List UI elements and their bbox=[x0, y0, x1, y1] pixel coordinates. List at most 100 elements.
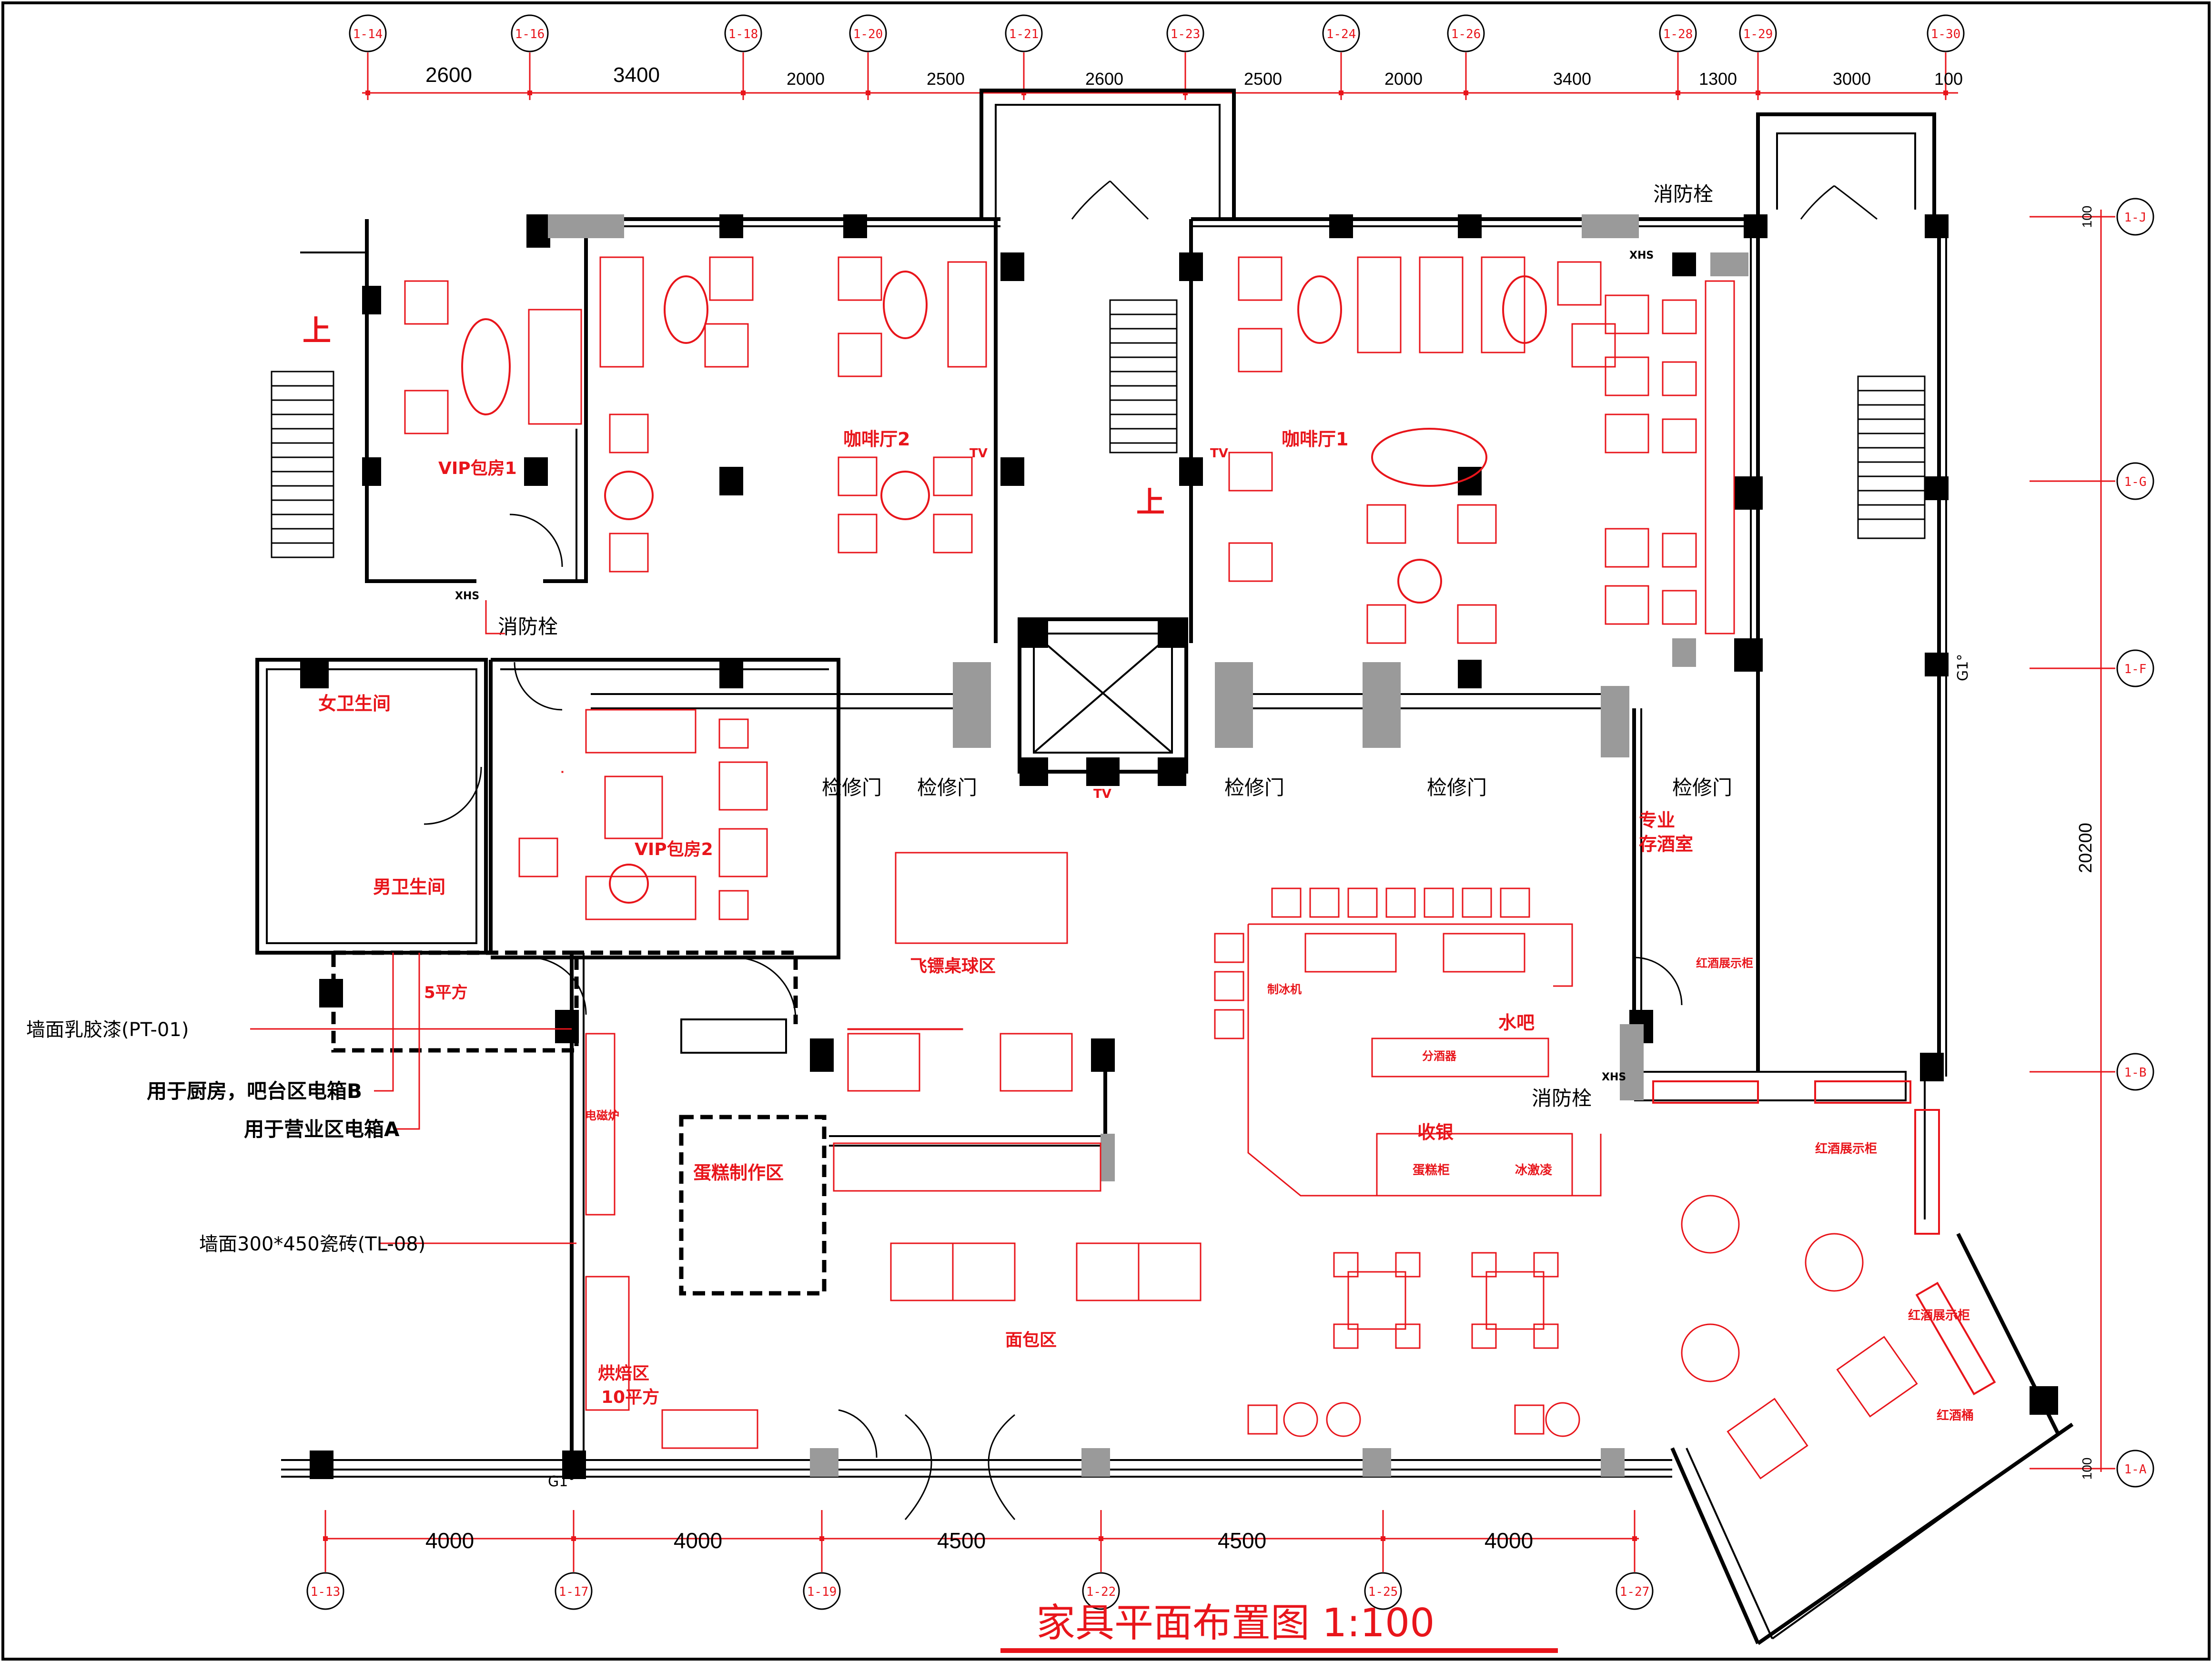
axis-label-top-8: 1-26 bbox=[1451, 27, 1481, 41]
axis-label-right-2: 1-G bbox=[2124, 475, 2147, 489]
dim-bottom-1: 4000 bbox=[425, 1528, 474, 1553]
label-tv-2: TV bbox=[1210, 446, 1228, 461]
dim-top-1: 2600 bbox=[425, 63, 472, 87]
axis-label-top-3: 1-18 bbox=[728, 27, 758, 41]
label-access-door-1: 检修门 bbox=[822, 776, 882, 799]
room-label-cake-area: 蛋糕制作区 bbox=[693, 1162, 784, 1183]
label-access-door-4: 检修门 bbox=[1427, 776, 1487, 799]
top-axis-grid: 1-14 1-16 1-18 1-20 1-21 1-23 1-24 1-26 … bbox=[349, 14, 1965, 100]
axis-label-top-2: 1-16 bbox=[515, 27, 545, 41]
axis-label-bottom-1: 1-13 bbox=[311, 1585, 341, 1599]
label-wine-cabinet-1: 红酒展示柜 bbox=[1696, 957, 1753, 970]
dim-bottom-3: 4500 bbox=[937, 1528, 986, 1553]
dim-top-9: 1300 bbox=[1699, 69, 1737, 89]
dim-top-8: 3400 bbox=[1553, 69, 1591, 89]
dim-top-11: 100 bbox=[1934, 69, 1963, 89]
axis-label-top-7: 1-24 bbox=[1326, 27, 1356, 41]
axis-label-top-6: 1-23 bbox=[1171, 27, 1201, 41]
axis-label-top-5: 1-21 bbox=[1009, 27, 1039, 41]
room-label-five-sqm: 5平方 bbox=[424, 983, 468, 1002]
axis-label-right-3: 1-F bbox=[2124, 662, 2147, 676]
label-stairs-up-2: 上 bbox=[1136, 486, 1165, 519]
label-xhs-2: XHS bbox=[1629, 250, 1654, 262]
dim-top-5: 2600 bbox=[1085, 69, 1123, 89]
axis-label-bottom-6: 1-27 bbox=[1620, 1585, 1650, 1599]
axis-label-bottom-3: 1-19 bbox=[807, 1585, 837, 1599]
room-label-womens-wc: 女卫生间 bbox=[318, 693, 391, 714]
dim-right-bottom: 100 bbox=[2080, 1458, 2094, 1480]
dim-right-top: 100 bbox=[2080, 206, 2094, 228]
room-labels: VIP包房1 VIP包房2 咖啡厅2 咖啡厅1 女卫生间 男卫生间 飞镖桌球区 … bbox=[318, 429, 1693, 1407]
dim-top-10: 3000 bbox=[1833, 69, 1871, 89]
axis-label-bottom-4: 1-22 bbox=[1086, 1585, 1116, 1599]
label-access-door-2: 检修门 bbox=[917, 776, 977, 799]
label-wine-cabinet-3: 红酒展示柜 bbox=[1908, 1308, 1970, 1323]
bottom-axis-grid: 4000 4000 4500 4500 4000 1-13 1-17 1-19 … bbox=[306, 1510, 1654, 1610]
dim-top-2: 3400 bbox=[613, 63, 660, 87]
label-g1-2: G1° bbox=[1955, 654, 1971, 681]
note-leaders bbox=[250, 600, 576, 1244]
room-label-vip1: VIP包房1 bbox=[438, 459, 517, 478]
room-label-cafe1: 咖啡厅1 bbox=[1282, 429, 1348, 450]
label-xhs-1: XHS bbox=[455, 590, 479, 602]
room-label-baking-area-2: 10平方 bbox=[601, 1388, 659, 1407]
dim-right-total: 20200 bbox=[2076, 823, 2096, 873]
room-label-baking-area-1: 烘焙区 bbox=[598, 1364, 649, 1383]
dim-top-6: 2500 bbox=[1244, 69, 1282, 89]
note-wall-paint: 墙面乳胶漆(PT-01) bbox=[26, 1019, 189, 1041]
dim-top-7: 2000 bbox=[1384, 69, 1423, 89]
axis-label-bottom-2: 1-17 bbox=[559, 1585, 589, 1599]
axis-label-top-1: 1-14 bbox=[353, 27, 383, 41]
label-dispenser: 分酒器 bbox=[1422, 1049, 1457, 1063]
dim-top-3: 2000 bbox=[787, 69, 825, 89]
label-tv-1: TV bbox=[970, 446, 988, 461]
label-stairs-up-1: 上 bbox=[303, 314, 331, 348]
label-cake-cabinet: 蛋糕柜 bbox=[1413, 1163, 1450, 1178]
drawing-title-block: 家具平面布置图 1:100 bbox=[1000, 1601, 1558, 1653]
dim-bottom-5: 4000 bbox=[1485, 1528, 1533, 1553]
room-label-bread-area: 面包区 bbox=[1005, 1330, 1057, 1350]
label-tv-3: TV bbox=[1093, 787, 1111, 801]
axis-label-bottom-5: 1-25 bbox=[1368, 1585, 1398, 1599]
label-access-door-5: 检修门 bbox=[1672, 776, 1732, 799]
structural-columns bbox=[300, 214, 2058, 1479]
dim-top-4: 2500 bbox=[927, 69, 965, 89]
axis-label-top-9: 1-28 bbox=[1663, 27, 1693, 41]
dim-bottom-2: 4000 bbox=[674, 1528, 722, 1553]
room-label-vip2: VIP包房2 bbox=[635, 840, 713, 859]
furniture-layout bbox=[404, 256, 1996, 1480]
right-axis-grid: 1-J 1-G 1-F 1-B 1-A 20200 100 100 bbox=[2030, 198, 2154, 1488]
room-label-cashier: 收银 bbox=[1417, 1122, 1454, 1143]
label-hydrant-2: 消防栓 bbox=[498, 615, 558, 638]
label-ice-maker: 制冰机 bbox=[1267, 983, 1302, 996]
note-panel-b: 用于厨房，吧台区电箱B bbox=[147, 1079, 362, 1103]
axis-label-top-10: 1-29 bbox=[1743, 27, 1773, 41]
room-label-wine-room-2: 存酒室 bbox=[1639, 834, 1693, 855]
door-swings bbox=[424, 180, 1878, 1520]
room-label-water-bar: 水吧 bbox=[1498, 1012, 1535, 1033]
label-access-door-3: 检修门 bbox=[1224, 776, 1284, 799]
label-wine-bucket: 红酒桶 bbox=[1937, 1408, 1974, 1423]
fixture-labels: 红酒展示柜 红酒展示柜 红酒展示柜 红酒桶 制冰机 分酒器 蛋糕柜 冰激凌 电磁… bbox=[585, 446, 1974, 1423]
label-g1-1: G1° bbox=[548, 1473, 575, 1490]
label-wine-cabinet-2: 红酒展示柜 bbox=[1815, 1141, 1877, 1156]
axis-label-right-1: 1-J bbox=[2124, 211, 2147, 225]
label-induction: 电磁炉 bbox=[585, 1109, 619, 1122]
axis-label-top-11: 1-30 bbox=[1931, 27, 1961, 41]
notes: 墙面乳胶漆(PT-01) 用于厨房，吧台区电箱B 用于营业区电箱A 墙面300*… bbox=[26, 1019, 425, 1255]
label-xhs-3: XHS bbox=[1602, 1071, 1626, 1083]
note-wall-tile: 墙面300*450瓷砖(TL-08) bbox=[199, 1233, 425, 1255]
label-hydrant-1: 消防栓 bbox=[1653, 182, 1713, 206]
drawing-title: 家具平面布置图 1:100 bbox=[1036, 1601, 1434, 1646]
room-label-darts-billiards: 飞镖桌球区 bbox=[910, 957, 996, 976]
room-label-cafe2: 咖啡厅2 bbox=[843, 429, 910, 450]
room-label-wine-room-1: 专业 bbox=[1639, 810, 1675, 831]
stairs bbox=[271, 299, 1926, 558]
axis-label-top-4: 1-20 bbox=[853, 27, 883, 41]
annotation-labels: 消防栓 消防栓 消防栓 XHS XHS XHS 检修门 检修门 检修门 检修门 … bbox=[303, 182, 1971, 1490]
axis-label-right-5: 1-A bbox=[2124, 1462, 2147, 1477]
label-hydrant-3: 消防栓 bbox=[1532, 1087, 1592, 1110]
